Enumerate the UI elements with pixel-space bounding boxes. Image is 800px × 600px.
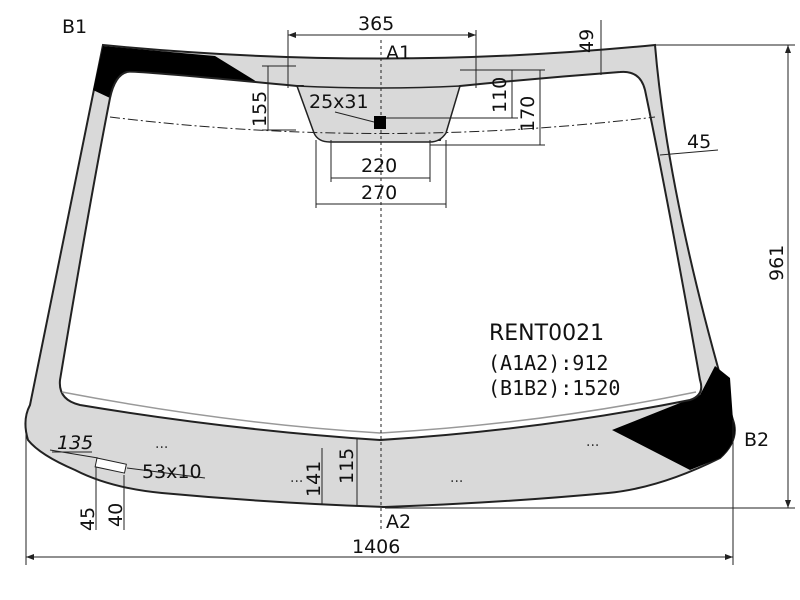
- windshield-inner-area: [58, 70, 703, 442]
- dots-mark: ...: [290, 470, 303, 486]
- dim-155: 155: [249, 91, 271, 127]
- dim-270: 270: [361, 182, 397, 204]
- point-a1: A1: [386, 42, 411, 64]
- dim-1406: 1406: [352, 536, 400, 558]
- point-b2: B2: [744, 429, 769, 451]
- black-frit-top-left: [93, 46, 262, 98]
- visibility-line: [109, 116, 656, 134]
- dim-961: 961: [766, 245, 788, 281]
- dim-45-side: 45: [687, 131, 711, 153]
- dim-135: 135: [57, 432, 93, 454]
- black-frit-bottom-right: [612, 366, 735, 470]
- dim-49: 49: [576, 29, 598, 53]
- dim-53x10: 53x10: [142, 461, 202, 483]
- dim-170: 170: [517, 96, 539, 132]
- dots-mark: ...: [450, 470, 463, 486]
- point-b1: B1: [62, 16, 87, 38]
- dim-365: 365: [358, 13, 394, 35]
- dim-220: 220: [361, 155, 397, 177]
- lower-inner-line: [61, 391, 697, 434]
- part-code: RENT0021: [489, 321, 604, 346]
- dim-110: 110: [489, 77, 511, 113]
- label-rect: [94, 457, 127, 474]
- a1a2-length: (A1A2):912: [488, 351, 608, 375]
- mirror-area: [295, 85, 462, 143]
- point-a2: A2: [386, 511, 411, 533]
- dots-mark: ...: [155, 436, 168, 452]
- sensor-square: [374, 116, 386, 129]
- b1b2-length: (B1B2):1520: [488, 376, 620, 400]
- dim-115: 115: [336, 448, 358, 484]
- dim-25x31: 25x31: [309, 91, 369, 113]
- dim-45-left: 45: [77, 507, 99, 531]
- dim-141: 141: [303, 461, 325, 497]
- dim-40: 40: [105, 503, 127, 527]
- dots-mark: ...: [586, 434, 599, 450]
